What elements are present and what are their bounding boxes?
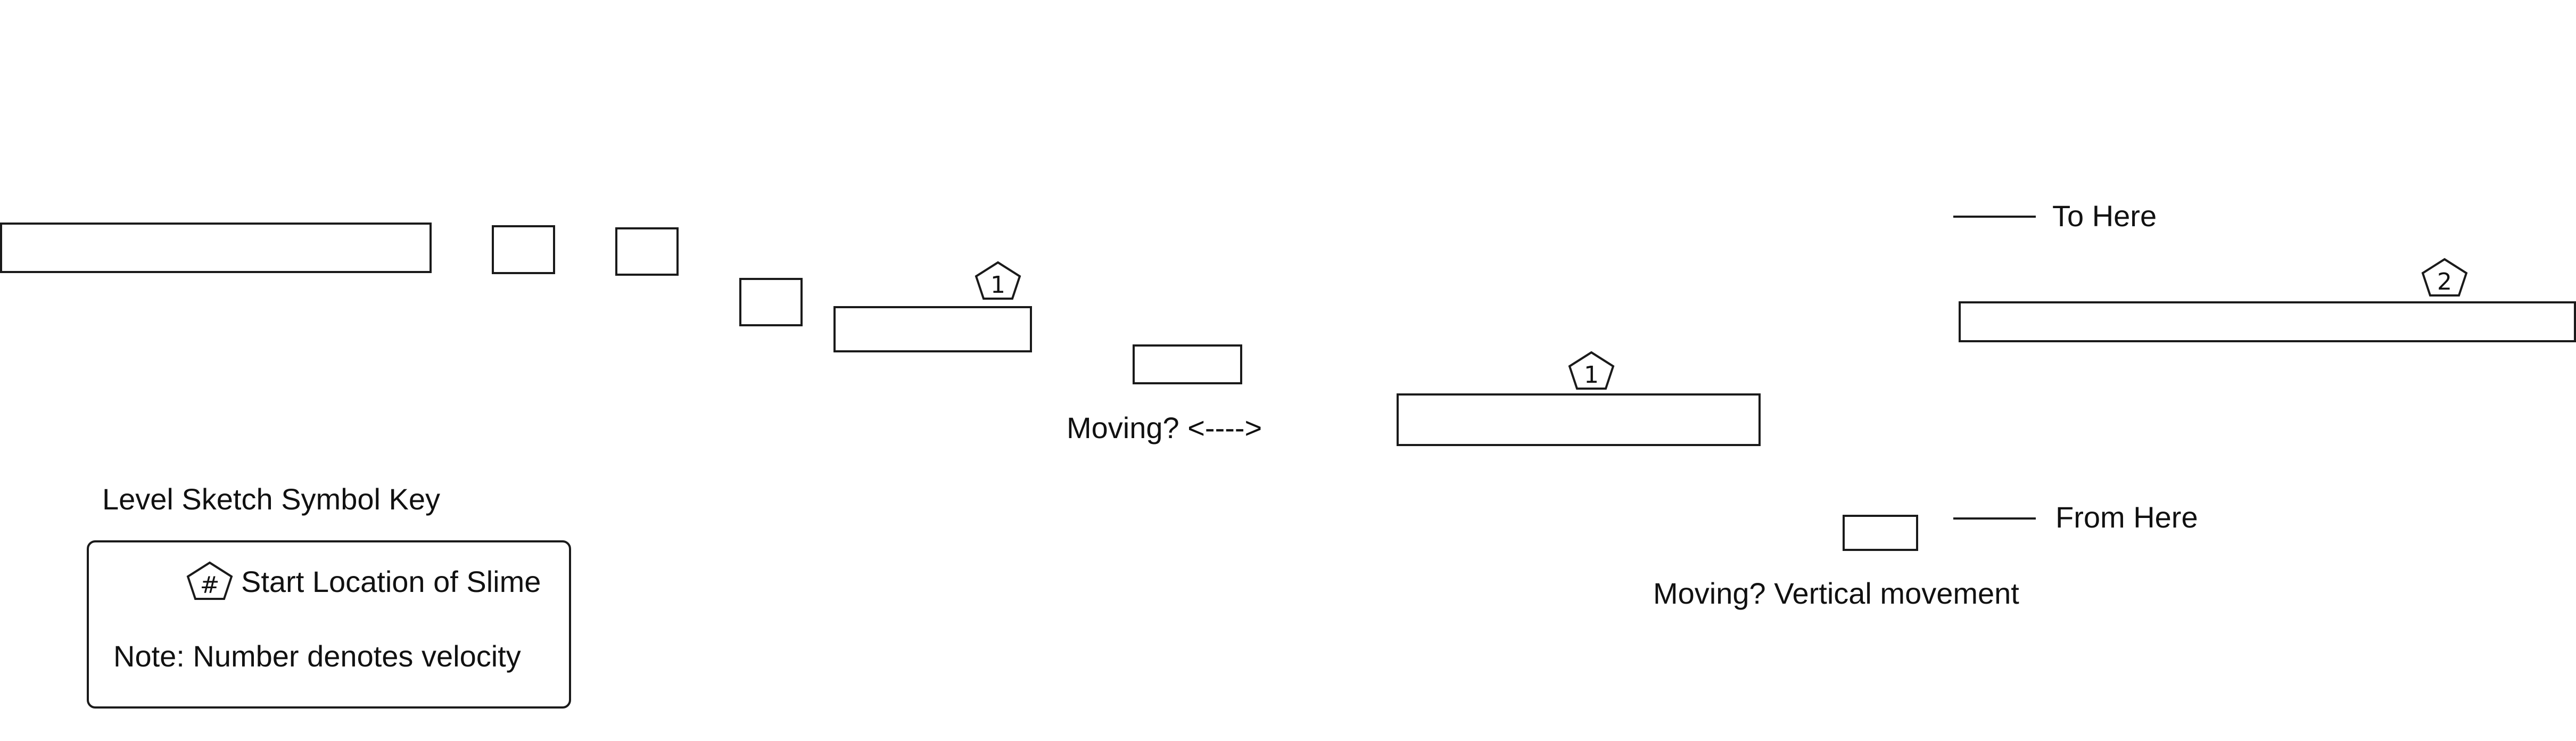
- platform-small-1: [492, 225, 555, 274]
- slime-symbol-label: #: [200, 572, 220, 599]
- start-location-label: Start Location of Slime: [241, 565, 541, 598]
- key-title: Level Sketch Symbol Key: [102, 482, 440, 516]
- platform-moving-horizontal: [1133, 344, 1242, 384]
- platform-small-3: [739, 278, 803, 326]
- symbol-key-box: # Start Location of Slime Note: Number d…: [87, 540, 571, 709]
- to-here-label: To Here: [2052, 199, 2157, 233]
- slime-velocity-label: 1: [1584, 361, 1599, 389]
- platform-small-2: [615, 227, 679, 276]
- platform-slime-3: [1959, 301, 2576, 342]
- slime-symbol-icon: #: [186, 561, 234, 600]
- slime-start-marker: 2: [2421, 258, 2468, 297]
- moving-vertical-label: Moving? Vertical movement: [1653, 577, 2019, 610]
- slime-start-marker: 1: [974, 261, 1022, 300]
- platform-start: [0, 223, 432, 273]
- platform-moving-vertical: [1843, 515, 1918, 551]
- slime-velocity-label: 1: [990, 271, 1005, 299]
- from-here-label: From Here: [2055, 500, 2198, 534]
- moving-horizontal-label: Moving? <---->: [1067, 411, 1262, 444]
- slime-velocity-label: 2: [2437, 268, 2452, 295]
- velocity-note: Note: Number denotes velocity: [113, 639, 521, 673]
- platform-slime-1: [833, 306, 1032, 352]
- platform-slime-2: [1397, 393, 1761, 446]
- from-here-line: [1953, 517, 2036, 520]
- slime-start-marker: 1: [1567, 351, 1615, 390]
- to-here-line: [1953, 216, 2036, 218]
